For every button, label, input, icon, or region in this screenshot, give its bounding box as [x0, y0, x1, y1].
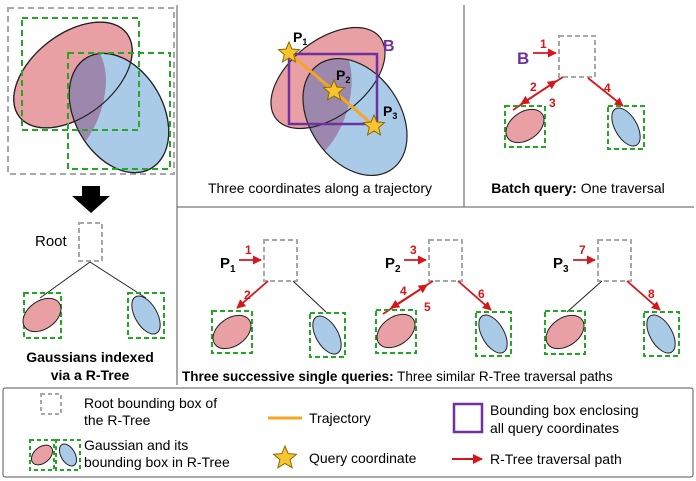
- left-rtree: Root: [22, 222, 165, 339]
- legend-query-label: Query coordinate: [309, 450, 417, 466]
- tree2-step-6: 6: [478, 287, 485, 301]
- tree1-label: P: [220, 255, 230, 272]
- leaf-box-blue: [127, 292, 165, 339]
- query-stars: [277, 40, 386, 136]
- leaf-pink-gaussian: [22, 297, 62, 333]
- svg-text:P1: P1: [293, 29, 307, 47]
- tree2-sub: 2: [395, 264, 401, 275]
- svg-text:P2: P2: [385, 255, 401, 275]
- leaf-box-pink: [23, 292, 62, 339]
- star-p3-icon: [362, 113, 386, 136]
- legend-star-shape-icon: [272, 444, 298, 469]
- blue-bounding-box: [67, 52, 171, 170]
- bottom-caption-rest: Three similar R-Tree traversal paths: [394, 369, 613, 384]
- batch-b-label: B: [517, 49, 529, 68]
- batch-step-3: 3: [549, 96, 556, 110]
- trajectory-panel: [270, 26, 408, 177]
- single-query-tree-1: P1 1 2: [211, 239, 346, 358]
- pink-bounding-box: [21, 17, 140, 131]
- legend-gaussian-icon: [29, 439, 81, 471]
- batch-leaf-box-blue: [607, 105, 645, 150]
- batch-caption-bold: Batch query:: [491, 180, 577, 196]
- legend-trajectory-label: Trajectory: [309, 410, 371, 426]
- svg-text:P3: P3: [383, 103, 397, 121]
- star-p1-icon: [277, 40, 301, 63]
- legend: Root bounding box of the R-Tree Gaussian…: [29, 393, 639, 471]
- root-bounding-box: [7, 7, 175, 175]
- tree3-step-8: 8: [648, 287, 655, 301]
- tree3-step-7: 7: [579, 243, 586, 257]
- tree1-sub: 1: [230, 264, 236, 275]
- tree3-sub: 3: [563, 264, 569, 275]
- p3-sub: 3: [392, 111, 397, 121]
- legend-bbox-line1: Bounding box enclosing: [490, 402, 639, 418]
- query-bounding-box: [287, 52, 379, 126]
- top-left-gaussians: [7, 7, 175, 175]
- p1-sub: 1: [302, 37, 307, 47]
- legend-gaussian-line2: bounding box in R-Tree: [84, 454, 230, 470]
- tree2-step-3: 3: [410, 243, 417, 257]
- batch-step-1: 1: [540, 37, 547, 51]
- p1-label: P: [293, 29, 302, 45]
- bottom-caption-bold: Three successive single queries:: [182, 369, 394, 384]
- legend-root-line2: the R-Tree: [84, 412, 151, 428]
- trajectory-caption: Three coordinates along a trajectory: [208, 180, 432, 196]
- single-query-tree-3: P3 7 8: [544, 239, 680, 357]
- panel-borders: [2, 5, 694, 478]
- legend-star-icon: [272, 444, 298, 469]
- root-node-box: [78, 222, 103, 262]
- legend-root-line1: Root bounding box of: [84, 395, 217, 411]
- tree1-step-1: 1: [245, 243, 252, 257]
- left-caption-line2: via a R-Tree: [51, 367, 130, 383]
- down-arrow-icon: [72, 186, 110, 213]
- p2-label: P: [336, 67, 345, 83]
- p3-label: P: [383, 103, 392, 119]
- tree3-label: P: [553, 255, 563, 272]
- svg-text:P3: P3: [553, 255, 569, 275]
- tree1-step-2: 2: [244, 288, 251, 302]
- bottom-caption: Three successive single queries: Three s…: [182, 369, 613, 384]
- batch-step-4: 4: [604, 81, 611, 95]
- svg-text:P2: P2: [336, 67, 350, 85]
- legend-bbox-line2: all query coordinates: [490, 420, 619, 436]
- point-labels: P1 P2 P3: [293, 29, 397, 121]
- svg-text:P1: P1: [220, 255, 236, 275]
- p2-sub: 2: [345, 75, 350, 85]
- star-p2-icon: [322, 78, 346, 101]
- leaf-blue-gaussian: [131, 295, 161, 335]
- tree2-step-4: 4: [400, 284, 407, 298]
- legend-root-box-icon: [40, 393, 62, 415]
- batch-leaf-box-pink: [504, 105, 546, 148]
- legend-bbox-icon: [452, 402, 484, 434]
- batch-query-tree: B 1 2 3 4: [504, 35, 645, 150]
- tree2-label: P: [385, 255, 395, 272]
- root-label: Root: [35, 233, 68, 250]
- single-query-tree-2: P2 3 4 5 6: [375, 239, 512, 357]
- batch-root-box: [558, 35, 596, 78]
- legend-path-label: R-Tree traversal path: [490, 451, 622, 467]
- batch-caption: Batch query: One traversal: [491, 180, 665, 196]
- batch-caption-rest: One traversal: [577, 180, 665, 196]
- legend-gaussian-line1: Gaussian and its: [84, 437, 188, 453]
- tree2-step-5: 5: [424, 300, 431, 314]
- batch-step-2: 2: [530, 80, 537, 94]
- box-b-label: B: [383, 38, 395, 55]
- left-caption-line1: Gaussians indexed: [26, 349, 154, 365]
